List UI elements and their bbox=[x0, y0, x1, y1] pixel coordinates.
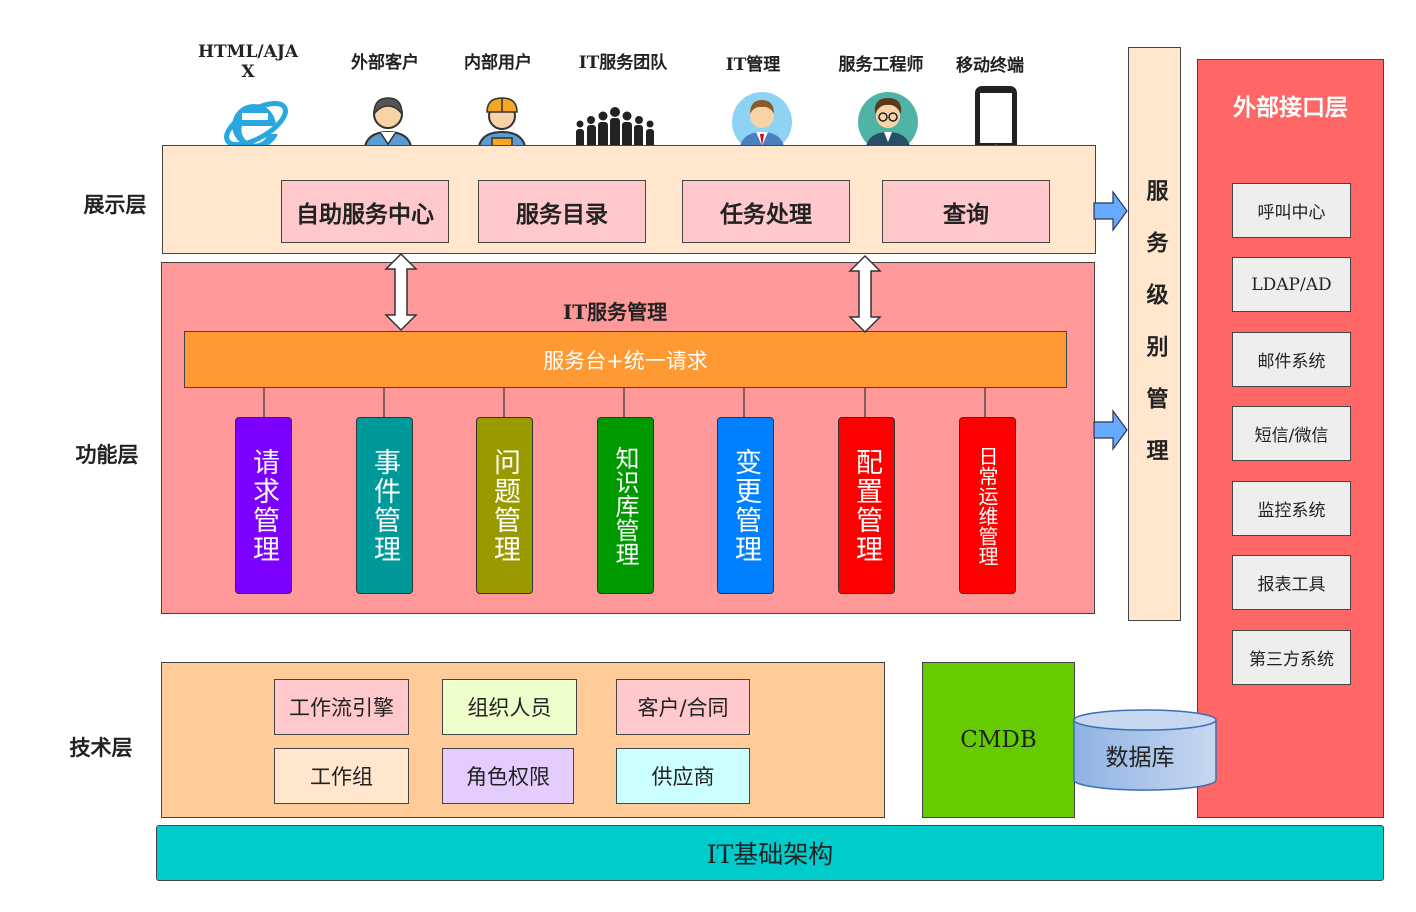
user-label-internal-user: 内部用户 bbox=[464, 53, 532, 73]
role-permission-item[interactable]: 角色权限 bbox=[442, 748, 574, 804]
database-label: 数据库 bbox=[1105, 745, 1175, 771]
supplier-item[interactable]: 供应商 bbox=[616, 748, 750, 804]
query-button[interactable]: 查询 bbox=[882, 180, 1050, 243]
database-cylinder-icon bbox=[1073, 709, 1217, 791]
third-party-system-item[interactable]: 第三方系统 bbox=[1232, 630, 1351, 685]
user-label-service-engineer: 服务工程师 bbox=[838, 55, 924, 75]
call-center-item[interactable]: 呼叫中心 bbox=[1232, 183, 1351, 238]
work-group-item[interactable]: 工作组 bbox=[274, 748, 409, 804]
daily-operations-management-module[interactable]: 日常运维管理 bbox=[959, 417, 1016, 594]
mail-system-item[interactable]: 邮件系统 bbox=[1232, 332, 1351, 387]
user-label-it-manager: IT管理 bbox=[725, 55, 781, 75]
external-interface-title: 外部接口层 bbox=[1233, 95, 1348, 121]
sla-label: 服务级别管理 bbox=[1142, 179, 1168, 491]
double-arrow-left bbox=[384, 252, 418, 332]
report-tool-item[interactable]: 报表工具 bbox=[1232, 555, 1351, 610]
user-label-mobile: 移动终端 bbox=[956, 56, 1024, 76]
task-processing-button[interactable]: 任务处理 bbox=[682, 180, 850, 243]
change-management-module[interactable]: 变更管理 bbox=[717, 417, 774, 594]
user-label-html-ajax: HTML/AJA X bbox=[197, 42, 299, 82]
monitoring-system-item[interactable]: 监控系统 bbox=[1232, 481, 1351, 536]
problem-management-module[interactable]: 问题管理 bbox=[476, 417, 533, 594]
module-connectors bbox=[263, 388, 986, 418]
sms-wechat-item[interactable]: 短信/微信 bbox=[1232, 406, 1351, 461]
org-personnel-item[interactable]: 组织人员 bbox=[442, 679, 577, 735]
knowledge-base-management-module[interactable]: 知识库管理 bbox=[597, 417, 654, 594]
it-infrastructure-bar[interactable]: IT基础架构 bbox=[156, 825, 1384, 881]
workflow-engine-item[interactable]: 工作流引擎 bbox=[274, 679, 409, 735]
double-arrow-right bbox=[848, 254, 882, 334]
layer-label-presentation: 展示层 bbox=[83, 193, 147, 217]
service-engineer-icon bbox=[858, 92, 918, 152]
sla-bar bbox=[1128, 47, 1181, 621]
arrow-presentation-to-sla bbox=[1093, 190, 1128, 232]
user-label-service-team: IT服务团队 bbox=[578, 53, 668, 73]
ldap-ad-item[interactable]: LDAP/AD bbox=[1232, 257, 1351, 312]
arrow-function-to-sla bbox=[1093, 409, 1128, 451]
mobile-phone-icon bbox=[975, 86, 1017, 152]
function-title: IT服务管理 bbox=[562, 299, 668, 324]
self-service-center-button[interactable]: 自助服务中心 bbox=[281, 180, 449, 243]
layer-label-function: 功能层 bbox=[75, 443, 139, 467]
incident-management-module[interactable]: 事件管理 bbox=[356, 417, 413, 594]
it-manager-icon bbox=[732, 92, 792, 152]
customer-contract-item[interactable]: 客户/合同 bbox=[616, 679, 750, 735]
user-label-external-customer: 外部客户 bbox=[351, 53, 419, 73]
cmdb-box[interactable]: CMDB bbox=[922, 662, 1075, 818]
service-catalog-button[interactable]: 服务目录 bbox=[478, 180, 646, 243]
request-management-module[interactable]: 请求管理 bbox=[235, 417, 292, 594]
layer-label-technology: 技术层 bbox=[69, 736, 133, 760]
service-desk-bar[interactable]: 服务台+统一请求 bbox=[184, 331, 1067, 388]
ie-browser-icon bbox=[224, 101, 288, 149]
configuration-management-module[interactable]: 配置管理 bbox=[838, 417, 895, 594]
